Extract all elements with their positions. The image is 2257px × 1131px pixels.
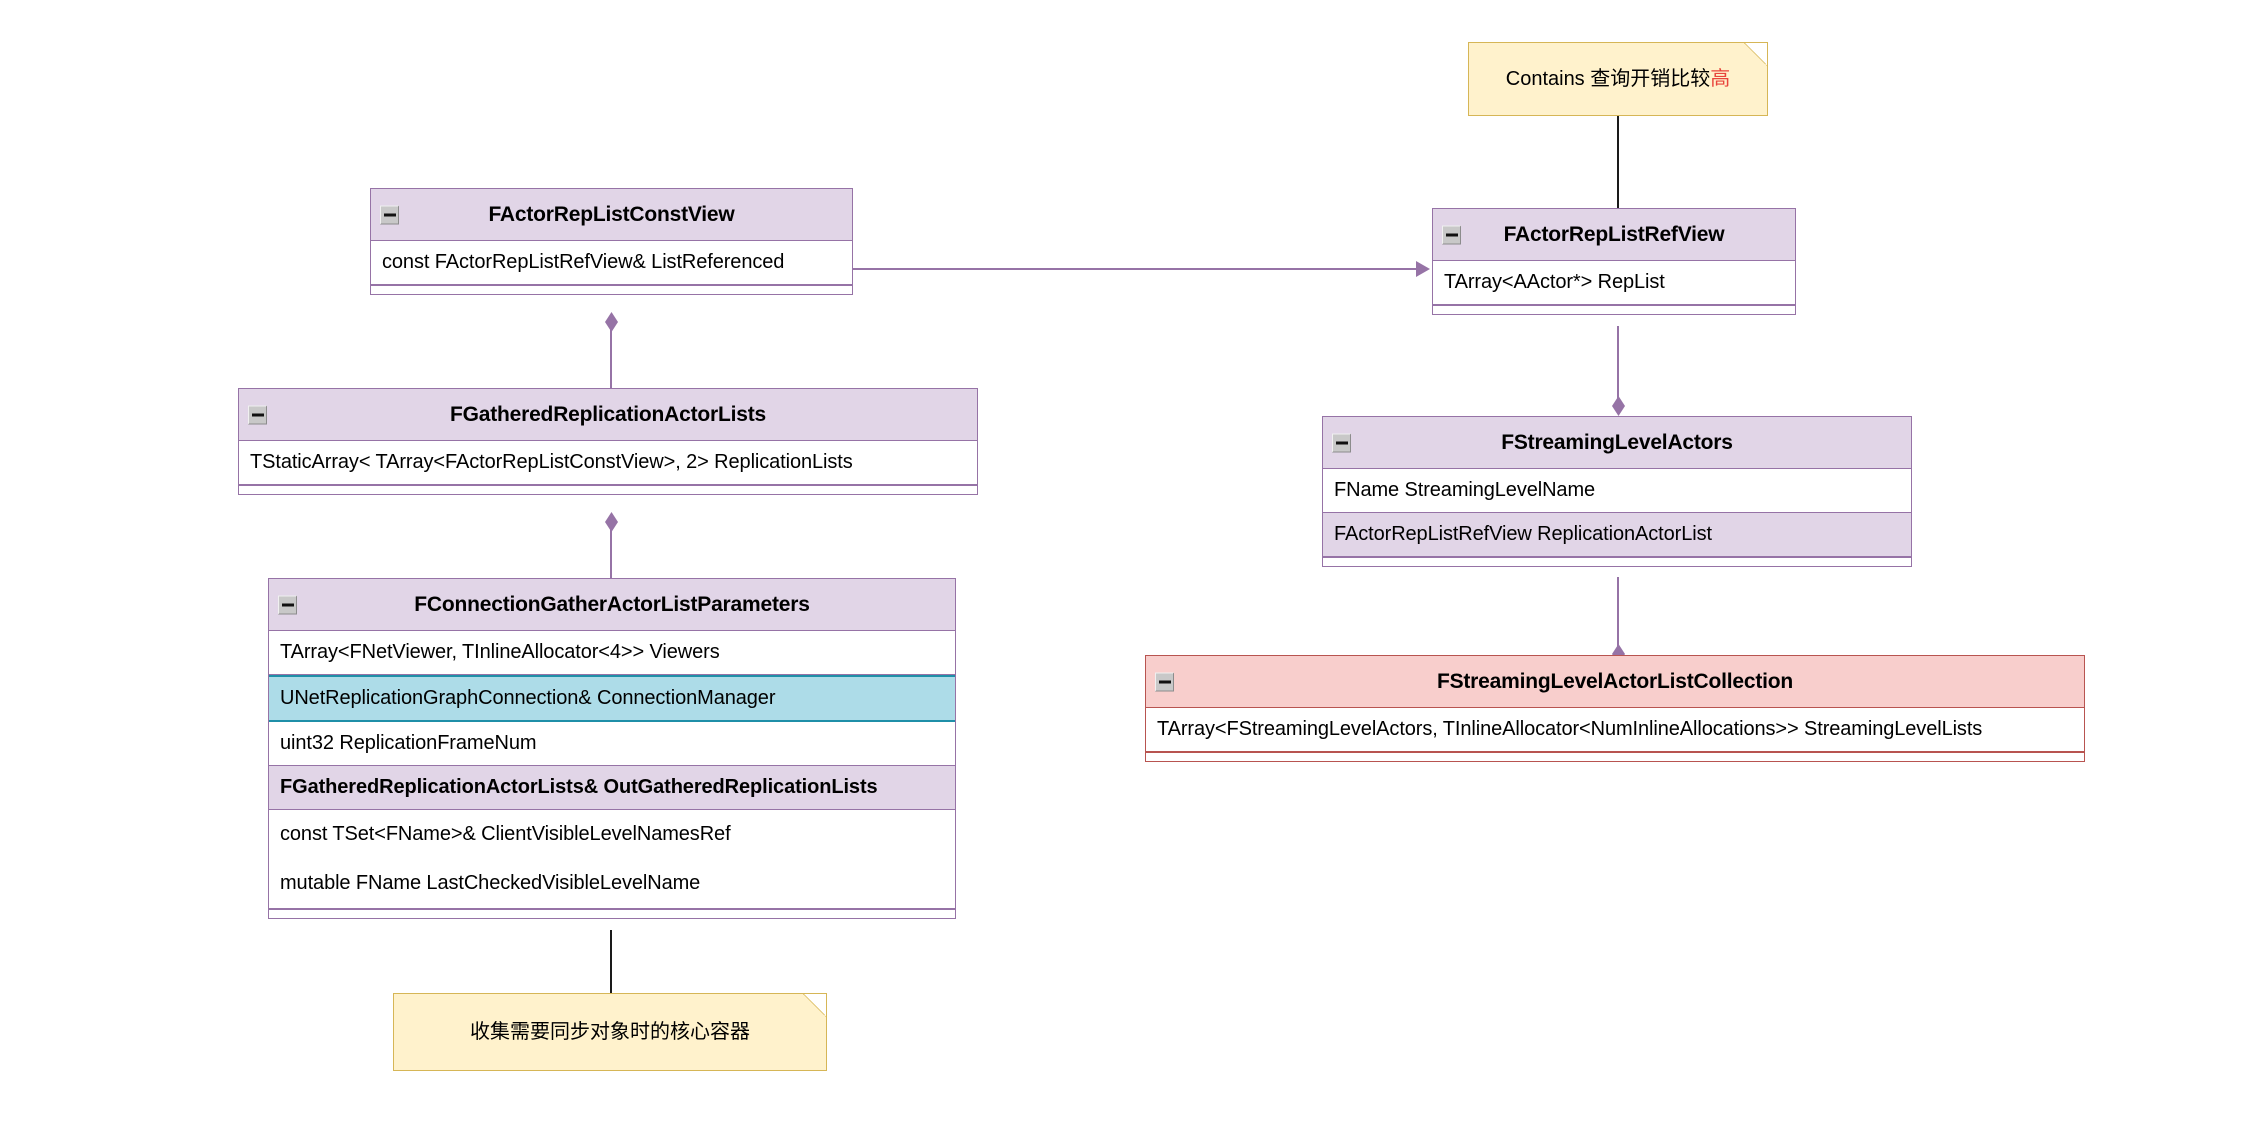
class-title: FActorRepListConstView (488, 203, 735, 226)
note-fold-icon (803, 994, 826, 1017)
class-header-fgatheredreplicationactorlists: FGatheredReplicationActorLists (239, 389, 977, 442)
connector-note-to-refview (1617, 116, 1619, 208)
class-empty-compartment (269, 909, 955, 919)
class-header-fstreaminglevelactorlistcollection: FStreamingLevelActorListCollection (1146, 656, 2084, 709)
class-title: FStreamingLevelActors (1501, 431, 1733, 454)
class-attribute-row: FName StreamingLevelName (1323, 469, 1911, 514)
class-header-fconnectiongatheractorlistparameters: FConnectionGatherActorListParameters (269, 579, 955, 632)
class-attribute-row: FActorRepListRefView ReplicationActorLis… (1323, 513, 1911, 558)
collapse-icon[interactable] (380, 205, 399, 225)
class-attribute-row: const FActorRepListRefView& ListReferenc… (371, 241, 852, 286)
class-title: FStreamingLevelActorListCollection (1436, 670, 1794, 693)
collapse-icon[interactable] (248, 405, 267, 425)
connector-refview-to-streaminglevelactors (1617, 326, 1619, 410)
collapse-icon[interactable] (278, 595, 297, 615)
connector-constview-to-refview (853, 268, 1416, 270)
class-title: FConnectionGatherActorListParameters (414, 593, 810, 616)
collapse-icon[interactable] (1442, 225, 1461, 245)
class-empty-compartment (239, 485, 977, 495)
note-contains-cost-text-black: Contains 查询开销比较 (1505, 68, 1711, 90)
connector-params-to-note (610, 930, 612, 995)
composition-diamond-streaminglevelactors (1612, 396, 1625, 416)
note-contains-cost-text: Contains 查询开销比较高 (1506, 66, 1731, 92)
note-core-container-text: 收集需要同步对象时的核心容器 (470, 1021, 750, 1043)
class-header-factorreplistrefview: FActorRepListRefView (1433, 209, 1795, 262)
class-attribute-row: TArray<FStreamingLevelActors, TInlineAll… (1146, 708, 2084, 753)
class-header-fstreaminglevelactors: FStreamingLevelActors (1323, 417, 1911, 470)
class-attribute-row: uint32 ReplicationFrameNum (269, 722, 955, 767)
class-attribute-row: TArray<AActor*> RepList (1433, 261, 1795, 306)
class-fconnectiongatheractorlistparameters[interactable]: FConnectionGatherActorListParameters TAr… (268, 578, 956, 920)
connector-streaminglevelactors-to-collection (1617, 577, 1619, 661)
class-attribute-row: TStaticArray< TArray<FActorRepListConstV… (239, 441, 977, 486)
class-attribute-row-section: FGatheredReplicationActorLists& OutGathe… (269, 766, 955, 811)
class-attribute-row: TArray<FNetViewer, TInlineAllocator<4>> … (269, 631, 955, 676)
note-contains-cost: Contains 查询开销比较高 (1468, 42, 1768, 116)
class-attribute-row-highlighted: UNetReplicationGraphConnection& Connecti… (269, 675, 955, 723)
class-header-factorreplistconstview: FActorRepListConstView (371, 189, 852, 242)
class-empty-compartment (371, 285, 852, 295)
class-fstreaminglevelactors[interactable]: FStreamingLevelActors FName StreamingLev… (1322, 416, 1912, 568)
connector-gathered-to-constview (610, 318, 612, 388)
note-contains-cost-text-red: 高 (1710, 68, 1731, 90)
class-attribute-row: mutable FName LastCheckedVisibleLevelNam… (269, 859, 955, 910)
class-factorreplistrefview[interactable]: FActorRepListRefView TArray<AActor*> Rep… (1432, 208, 1796, 316)
class-fgatheredreplicationactorlists[interactable]: FGatheredReplicationActorLists TStaticAr… (238, 388, 978, 496)
composition-diamond-gathered (605, 512, 618, 532)
class-fstreaminglevelactorlistcollection[interactable]: FStreamingLevelActorListCollection TArra… (1145, 655, 2085, 763)
class-empty-compartment (1323, 557, 1911, 567)
class-empty-compartment (1146, 752, 2084, 762)
note-core-container: 收集需要同步对象时的核心容器 (393, 993, 827, 1071)
class-title: FGatheredReplicationActorLists (449, 403, 767, 426)
connector-params-to-gathered (610, 518, 612, 579)
class-title: FActorRepListRefView (1503, 223, 1725, 246)
composition-diamond-constview (605, 312, 618, 332)
arrowhead-refview (1416, 261, 1430, 277)
class-empty-compartment (1433, 305, 1795, 315)
collapse-icon[interactable] (1332, 433, 1351, 453)
class-factorreplistconstview[interactable]: FActorRepListConstView const FActorRepLi… (370, 188, 853, 296)
collapse-icon[interactable] (1155, 672, 1174, 692)
class-attribute-row: const TSet<FName>& ClientVisibleLevelNam… (269, 810, 955, 860)
note-fold-icon (1744, 43, 1767, 66)
